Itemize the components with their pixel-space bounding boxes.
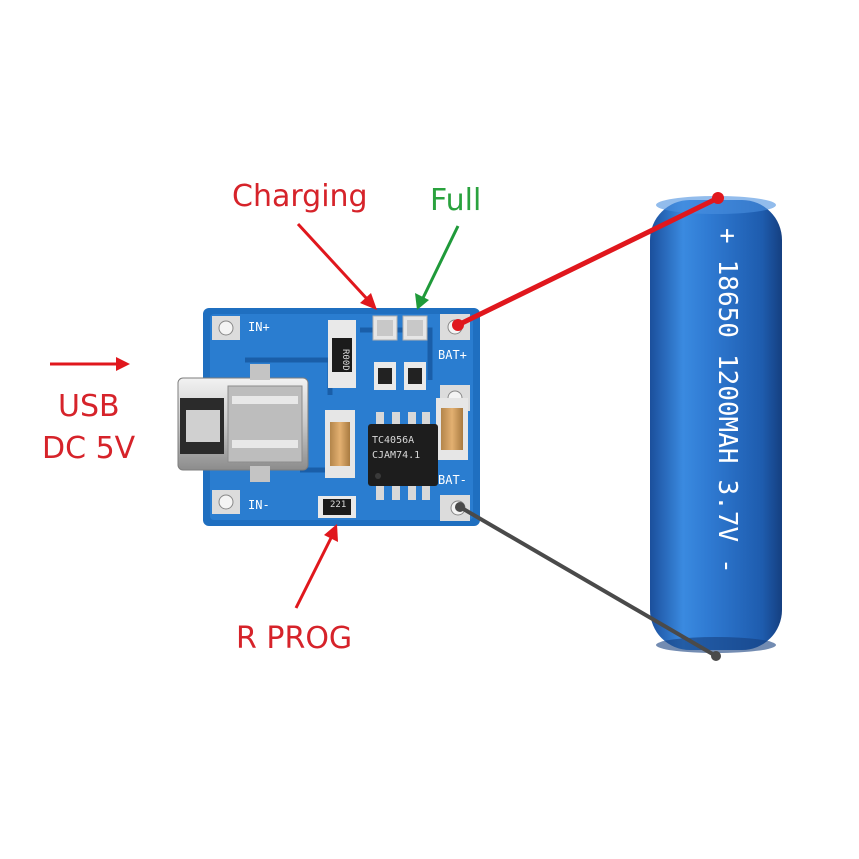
capacitor-right (441, 408, 463, 450)
battery-top-edge (656, 196, 776, 214)
resistor-top-marking: R00D (340, 349, 350, 371)
label-full: Full (430, 183, 482, 218)
chip-marking-line1: TC4056A (372, 435, 415, 446)
capacitor-left (330, 422, 350, 466)
resistor-small-2 (408, 368, 422, 384)
charging-arrow (296, 222, 377, 310)
led-full-lens (407, 320, 423, 336)
hole-in-plus-top (218, 320, 234, 336)
battery-18650 (650, 196, 782, 653)
resistor-small-1 (378, 368, 392, 384)
silk-in-minus: IN- (248, 498, 270, 512)
battery-plus-marking: + (712, 228, 742, 244)
rprog-arrow (294, 524, 338, 609)
bat-plus-wire (452, 192, 724, 331)
battery-capacity: 1200MAH (712, 353, 742, 464)
bat-minus-wire (455, 502, 721, 661)
label-r-prog: R PROG (236, 621, 353, 656)
resistor-prog-marking: 221 (330, 500, 347, 510)
usb-input-arrow (50, 357, 130, 371)
battery-minus-marking: - (712, 558, 742, 574)
battery-bottom-edge (656, 637, 776, 653)
battery-body (650, 200, 782, 650)
silk-in-plus: IN+ (248, 320, 270, 334)
ic-tc4056a (368, 412, 438, 500)
label-dc-5v: DC 5V (42, 431, 136, 466)
battery-model: 18650 (712, 259, 742, 338)
resistor-prog (323, 499, 351, 515)
usb-mini-connector (177, 364, 309, 482)
battery-label: + 18650 1200MAH 3.7V - (712, 228, 742, 574)
hole-in-minus (218, 494, 234, 510)
silk-bat-minus: BAT- (438, 473, 467, 487)
full-arrow (415, 225, 460, 310)
battery-voltage: 3.7V (712, 479, 742, 543)
resistor-top (332, 338, 352, 372)
label-usb: USB (58, 389, 120, 424)
label-charging: Charging (232, 179, 368, 214)
tp4056-board (177, 308, 480, 526)
silk-bat-plus: BAT+ (438, 348, 467, 362)
chip-marking-line2: CJAM74.1 (372, 450, 421, 461)
led-charging-lens (377, 320, 393, 336)
